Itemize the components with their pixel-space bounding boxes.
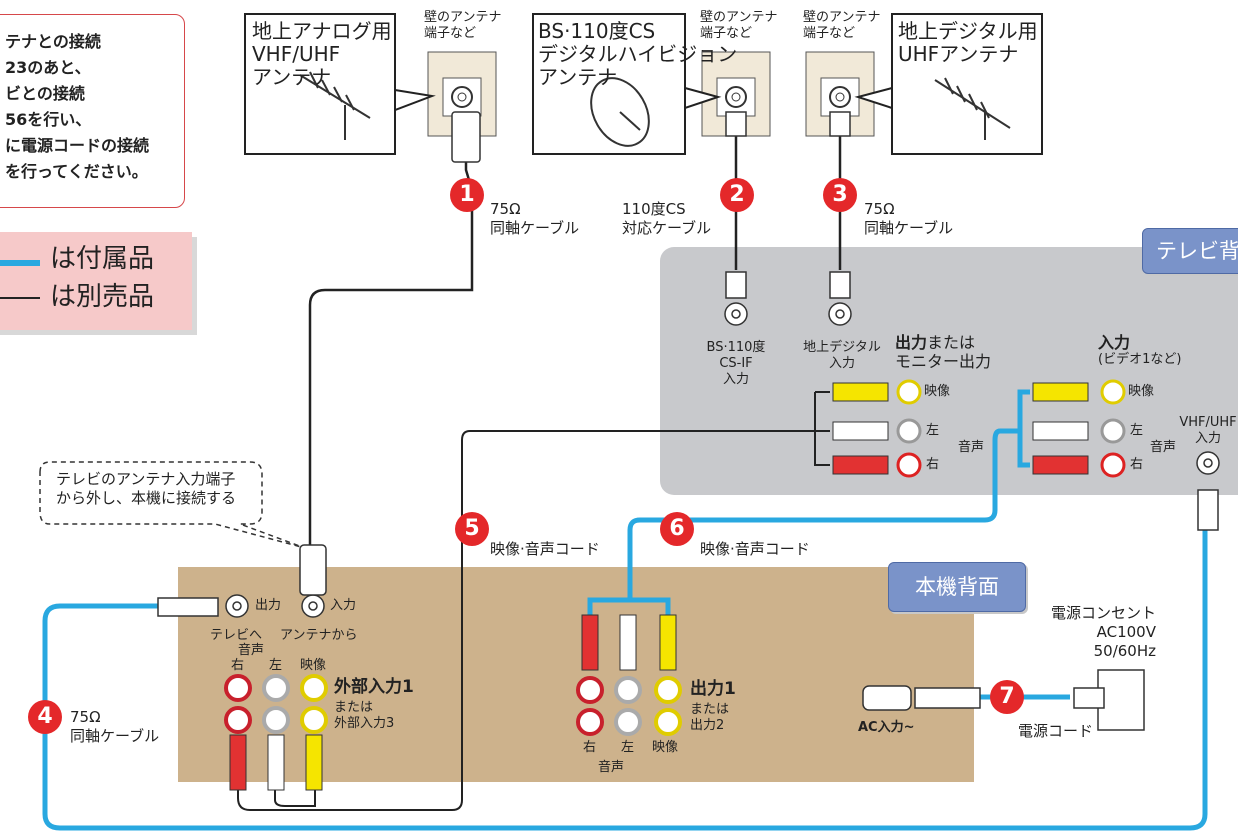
tv-in-video-label: 映像 [1128, 384, 1155, 399]
legend: は付属品 は別売品 [0, 232, 192, 330]
ac-inlet [862, 685, 981, 711]
unit-right-label-top: 右 [231, 658, 245, 673]
tv-input-title: 入力(ビデオ1など) [1098, 333, 1182, 367]
wall-plate-analog [427, 51, 497, 137]
unit-back-panel [178, 567, 974, 782]
unit-output-plugs [581, 614, 677, 671]
note-line-3: ビとの接続 [5, 84, 85, 103]
note-line-4: 56を行い、 [5, 110, 92, 129]
step-3-badge: 3 [823, 178, 857, 212]
legend-black-line-icon [0, 297, 40, 299]
step-6-badge: 6 [660, 512, 694, 546]
step-7-badge: 7 [990, 680, 1024, 714]
step-4-badge: 4 [28, 700, 62, 734]
analog-antenna-icon [299, 71, 371, 140]
note-line-1: テナとの接続 [5, 32, 101, 51]
cable-1 [308, 135, 474, 545]
ext-input-sub: または外部入力3 [334, 700, 395, 731]
legend-sold-separately: は別売品 [50, 282, 155, 312]
bs-dish-icon [590, 77, 650, 147]
digital-antenna-icon [934, 77, 1011, 140]
unit-back-tag: 本機背面 [888, 562, 1026, 612]
tv-back-panel [660, 247, 1238, 495]
tv-in-right-label: 右 [1130, 457, 1144, 472]
unit-antenna-jacks [157, 544, 327, 618]
from-antenna-label: アンテナから [280, 628, 358, 643]
cable-4 [42, 530, 1208, 831]
output-title: 出力1 [690, 679, 736, 699]
step-5-badge: 5 [455, 512, 489, 546]
cable-5 [237, 430, 815, 811]
step-1-badge: 1 [450, 178, 484, 212]
unit-ext-input-plugs [229, 734, 323, 791]
digital-antenna-box [891, 13, 1043, 155]
note-line-2: 23のあと、 [5, 58, 91, 77]
unit-out-label: 出力 [255, 598, 282, 613]
output-sub: または出力2 [690, 702, 730, 733]
tv-back-tag: テレビ背 [1142, 228, 1238, 274]
tv-out-audio-label: 音声 [958, 440, 985, 455]
unit-right-label-bottom: 右 [583, 740, 597, 755]
unit-video-label-bottom: 映像 [652, 740, 679, 755]
tv-input-plugs [1032, 379, 1126, 478]
cable-6-label: 映像·音声コード [700, 540, 810, 558]
wall-terminal-label-2: 壁のアンテナ端子など [700, 10, 778, 41]
ext-input-title: 外部入力1 [334, 677, 414, 697]
tv-output-title: 出力またはモニター出力 [895, 333, 992, 371]
tv-in-left-label: 左 [1130, 423, 1144, 438]
unit-in-label: 入力 [330, 598, 357, 613]
ac-input-label: AC入力~ [858, 720, 915, 735]
tv-out-left-label: 左 [926, 423, 940, 438]
unit-audio-label-top: 音声 [238, 643, 265, 658]
note-line-6: を行ってください。 [5, 162, 148, 181]
unit-video-label-top: 映像 [300, 658, 327, 673]
tv-out-video-label: 映像 [924, 384, 951, 399]
cable-7-label: 電源コード [1018, 722, 1094, 740]
cable-6 [627, 389, 1030, 600]
cable-5-label: 映像·音声コード [490, 540, 600, 558]
legend-included: は付属品 [50, 244, 155, 274]
tv-output-plugs [832, 379, 922, 478]
tv-in-audio-label: 音声 [1150, 440, 1177, 455]
to-tv-label: テレビへ [210, 628, 263, 643]
legend-blue-line-icon [0, 260, 40, 266]
wall-terminal-label-3: 壁のアンテナ端子など [803, 10, 881, 41]
unit-ext-input-jacks [224, 674, 328, 734]
unit-audio-label-bottom: 音声 [598, 760, 625, 775]
analog-antenna-box [244, 13, 396, 155]
callout-text: テレビのアンテナ入力端子から外し、本機に接続する [56, 470, 237, 507]
wall-outlet [1073, 669, 1145, 731]
step-2-badge: 2 [720, 178, 754, 212]
unit-left-label-top: 左 [269, 658, 283, 673]
note-line-5: に電源コードの接続 [5, 136, 150, 155]
unit-left-label-bottom: 左 [621, 740, 635, 755]
callout-bubble [39, 461, 306, 549]
tv-out-right-label: 右 [926, 457, 940, 472]
unit-output-jacks [576, 676, 682, 736]
instruction-note: テナとの接続 23のあと、 ビとの接続 56を行い、 に電源コードの接続 を行っ… [0, 14, 185, 208]
digital-input-label: 地上デジタル入力 [803, 340, 881, 371]
wall-terminal-label-1: 壁のアンテナ端子など [424, 10, 502, 41]
